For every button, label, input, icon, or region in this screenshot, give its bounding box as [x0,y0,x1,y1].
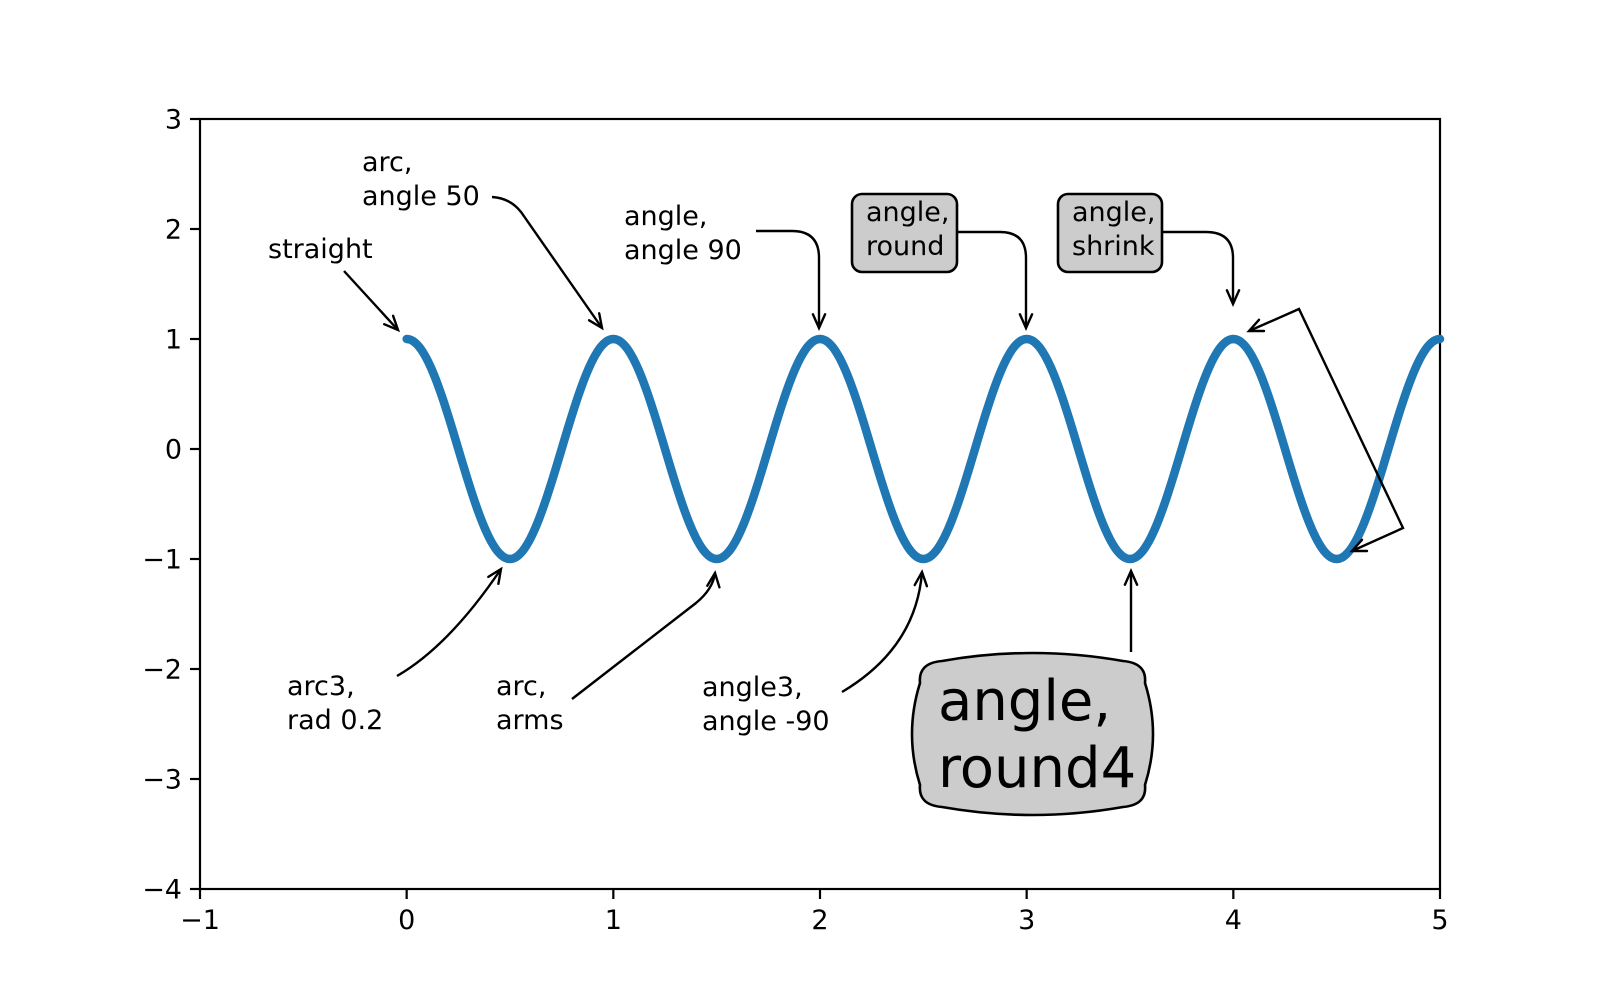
annotation-arrow-angle [1163,230,1235,304]
arrowhead-icon [1123,568,1139,586]
y-tick-label: −3 [142,765,182,796]
annotation-label-arc: arc, angle 50 [362,147,480,212]
x-tick-label: 2 [811,905,828,936]
annotation-arrow-arc [491,195,603,329]
y-tick-label: 1 [165,325,182,356]
annotation-arrow-bar-double-arrow [1248,307,1405,553]
annotation-box-angle [1056,192,1164,274]
y-tick-label: −2 [142,655,182,686]
annotation-label-angle: angle, round [866,197,950,262]
annotation-arrow-arc3 [396,568,502,678]
annotation-label-angle: angle, angle 90 [624,201,742,266]
arrowhead-icon [913,569,929,588]
annotation-box-angle [910,651,1155,817]
y-tick-label: 2 [165,215,182,246]
axes-frame [198,117,1442,891]
x-tick-label: −1 [180,905,220,936]
annotation-label-arc3: arc3, rad 0.2 [287,671,384,736]
x-tick-label: 3 [1018,905,1035,936]
x-tick-label: 5 [1431,905,1448,936]
arrowhead-icon [1018,313,1034,331]
arrowhead-icon [383,314,401,333]
annotation-arrow-angle3 [841,571,924,694]
cosine-curve [402,334,1445,564]
arrowhead-icon [811,313,827,331]
annotation-arrow-straight [343,270,399,331]
annotation-box-angle [850,192,959,274]
x-tick-label: 4 [1225,905,1242,936]
arrowhead-icon [1349,538,1369,553]
annotation-arrow-angle [756,229,821,328]
annotation-arrow-angle [958,230,1028,328]
annotation-label-arc: arc, arms [496,671,564,736]
x-tick-label: 1 [605,905,622,936]
annotation-label-angle: angle, round4 [938,669,1137,801]
arrowhead-icon [487,566,503,585]
arrowhead-icon [706,570,721,589]
arrowhead-icon [1225,289,1241,307]
annotation-label-angle3: angle3, angle -90 [702,672,830,737]
annotation-label-straight: straight [268,234,373,265]
annotation-label-angle: angle, shrink [1072,197,1156,262]
y-tick-label: 3 [165,105,182,136]
arrowhead-icon [587,312,604,331]
y-tick-label: −1 [142,545,182,576]
y-tick-label: −4 [142,875,182,906]
arrowhead-icon [1246,318,1266,333]
y-tick-label: 0 [165,435,182,466]
annotation-arrow-arc [571,572,717,700]
x-tick-label: 0 [398,905,415,936]
